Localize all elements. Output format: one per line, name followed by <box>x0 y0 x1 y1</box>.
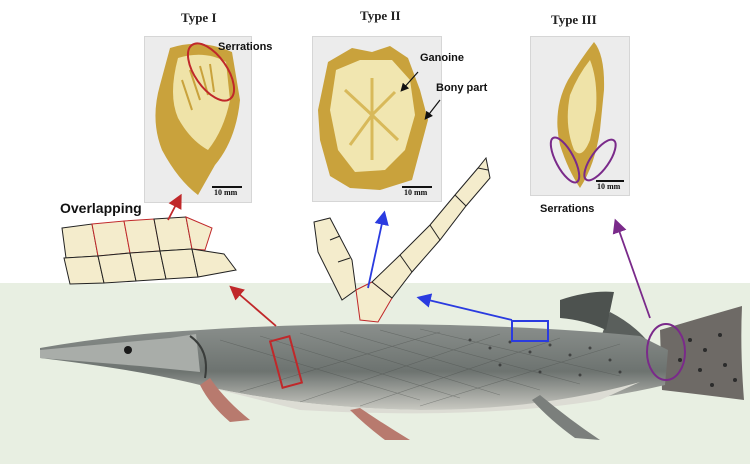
arrow-fish-to-type3 <box>616 222 650 318</box>
arrow-fish-to-overlap <box>232 288 276 326</box>
scale-label-type3: 10 mm <box>597 182 620 191</box>
scale-label-type2: 10 mm <box>404 188 427 197</box>
serrations-label-top: Serrations <box>218 41 272 53</box>
type3-scale-photo <box>545 42 621 188</box>
type3-title: Type III <box>551 12 597 28</box>
type2-title: Type II <box>360 8 401 24</box>
overlapping-scales-drawing <box>62 217 236 284</box>
gar-fish-illustration <box>40 292 744 440</box>
serrations-label-bottom: Serrations <box>540 203 594 215</box>
arrow-fish-to-vrow <box>420 298 512 320</box>
type1-scale-photo <box>155 36 243 195</box>
arrow-overlap-to-type1 <box>168 197 180 220</box>
scale-label-type1: 10 mm <box>214 188 237 197</box>
overlapping-label: Overlapping <box>60 200 142 216</box>
type1-title: Type I <box>181 10 217 26</box>
type2-scale-photo <box>318 46 440 190</box>
bony-part-label: Bony part <box>436 82 487 94</box>
ganoine-label: Ganoine <box>420 52 464 64</box>
